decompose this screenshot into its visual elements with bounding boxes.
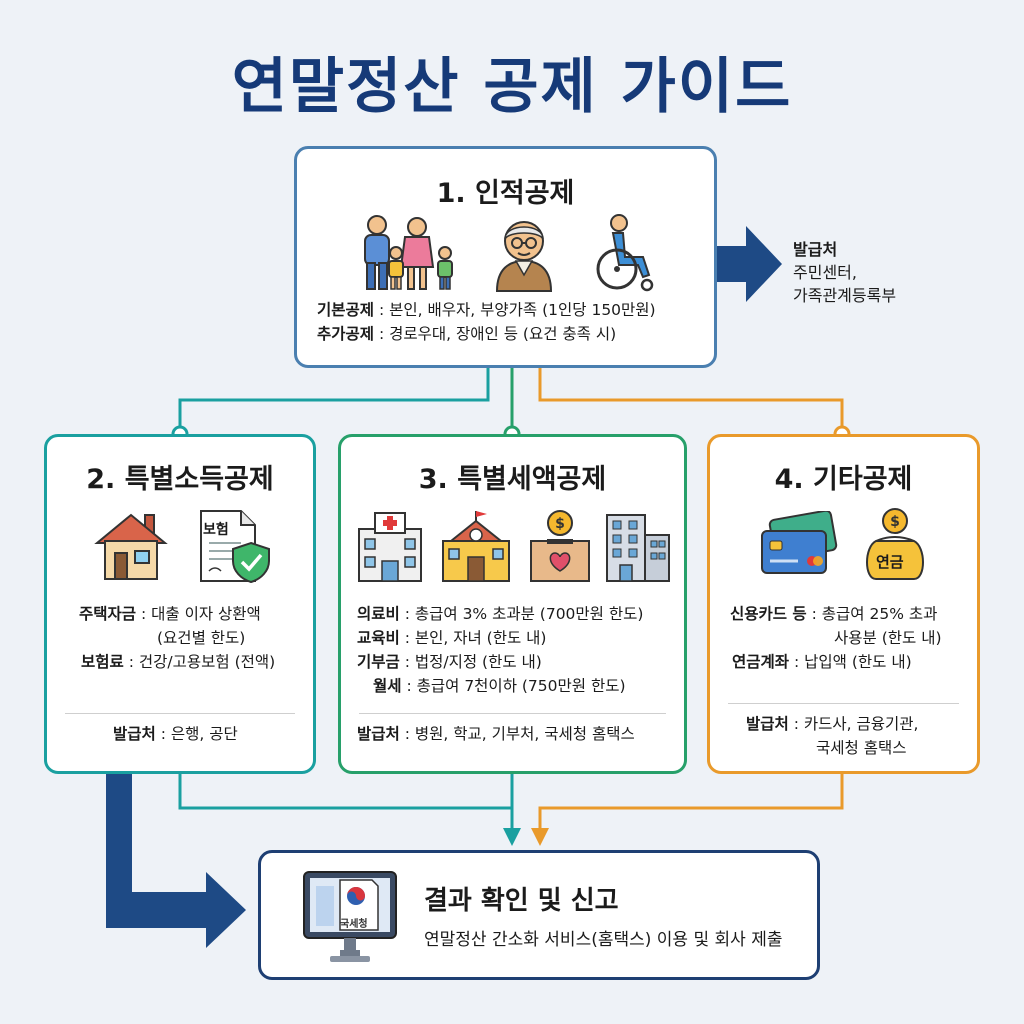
connector-box1-box2 [178,368,490,434]
box2-line-housing-cont: (요건별 한도) [157,627,245,649]
svg-text:$: $ [555,516,565,532]
box4-line-pension-text: : 납입액 (한도 내) [789,653,912,671]
school-icon [442,511,510,582]
elderly-icon [495,221,553,292]
box3-line-education: 교육비 : 본인, 자녀 (한도 내) [357,627,546,649]
box3-divider [359,713,666,714]
building-icon [606,514,670,582]
box1-line-additional-text: : 경로우대, 장애인 등 (요건 충족 시) [374,325,617,343]
page-title: 연말정산 공제 가이드 [231,52,793,122]
box1-issuer-line-2: 가족관계등록부 [793,286,897,305]
box-special-income-deduction: 2. 특별소득공제 보험 주택자금 : 대출 이자 상환액 (요건별 한도) 보… [44,434,316,774]
box2-divider [65,713,295,714]
monitor-label: 국세청 [340,919,368,930]
box4-line-card-cont: 사용분 (한도 내) [834,627,942,649]
result-description: 연말정산 간소화 서비스(홈택스) 이용 및 회사 제출 [424,930,783,950]
box3-issuer: 발급처 : 병원, 학교, 기부처, 국세청 홈택스 [357,723,635,745]
box3-line-donation-text: : 법정/지정 (한도 내) [399,653,542,671]
navy-arrow-to-issuer [717,226,782,302]
box3-line-donation: 기부금 : 법정/지정 (한도 내) [357,651,542,673]
donation-box-icon: $ [530,510,590,582]
box4-divider [728,703,959,704]
box2-line-insurance: 보험료 : 건강/고용보험 (전액) [81,651,275,673]
box3-line-medical-label: 의료비 [357,605,400,623]
box2-line-housing-text: : 대출 이자 상환액 [136,605,261,623]
box1-issuer-label: 발급처 [793,240,838,259]
box1-line-basic: 기본공제 : 본인, 배우자, 부양가족 (1인당 150만원) [317,299,656,321]
box4-line-pension-label: 연금계좌 [732,653,790,671]
box1-line-additional: 추가공제 : 경로우대, 장애인 등 (요건 충족 시) [317,323,616,345]
box2-heading: 2. 특별소득공제 [86,464,274,495]
result-title: 결과 확인 및 신고 [424,886,619,916]
box4-line-card-text: : 총급여 25% 초과 [806,605,938,623]
box4-line-card: 신용카드 등 : 총급여 25% 초과 [730,603,937,625]
box3-heading: 3. 특별세액공제 [418,464,607,495]
box1-issuer: 발급처 주민센터, 가족관계등록부 [793,238,896,307]
connector-box2-result [178,774,512,810]
insurance-document-icon [200,510,270,584]
arrowhead-box4 [531,828,549,846]
box2-issuer: 발급처 : 은행, 공단 [113,723,238,745]
box-special-tax-credit: 3. 특별세액공제 $ [338,434,687,774]
box1-heading: 1. 인적공제 [436,178,575,209]
box2-line-housing-cont-text: (요건별 한도) [157,629,246,647]
box2-line-housing: 주택자금 : 대출 이자 상환액 [79,603,261,625]
box4-issuer-text: : 카드사, 금융기관, [788,715,919,733]
box2-line-housing-label: 주택자금 [79,605,137,623]
computer-monitor-icon [303,871,397,962]
wheelchair-icon [596,214,654,292]
box3-line-education-text: : 본인, 자녀 (한도 내) [399,629,547,647]
connector-box4-result [538,774,844,836]
box4-line-card-label: 신용카드 등 [730,605,807,623]
box3-line-donation-label: 기부금 [357,653,400,671]
box2-line-insurance-text: : 건강/고용보험 (전액) [123,653,276,671]
pension-icon-text: 연금 [876,553,904,571]
box3-line-rent-text: : 총급여 7천이하 (750만원 한도) [401,677,626,695]
house-icon [94,513,168,580]
box2-issuer-label: 발급처 [113,725,156,743]
box3-line-medical: 의료비 : 총급여 3% 초과분 (700만원 한도) [357,603,643,625]
hospital-icon [358,512,422,582]
box4-line-card-cont-text: 사용분 (한도 내) [834,629,942,647]
box4-line-pension: 연금계좌 : 납입액 (한도 내) [732,651,912,673]
box3-issuer-label: 발급처 [357,725,400,743]
box1-line-additional-label: 추가공제 [317,325,375,343]
navy-arrow-to-result [106,774,246,948]
connector-box1-box4 [538,368,844,434]
box4-issuer-label: 발급처 [746,715,789,733]
family-icon [364,215,453,290]
box2-line-insurance-label: 보험료 [81,653,124,671]
credit-card-icon [761,511,838,574]
box3-line-medical-text: : 총급여 3% 초과분 (700만원 한도) [399,605,644,623]
box-personal-deduction: 1. 인적공제 기본공제 : 본인 [294,146,717,368]
box1-line-basic-text: : 본인, 배우자, 부양가족 (1인당 150만원) [374,301,656,319]
box3-line-rent-label: 월세 [373,677,402,695]
box-other-deduction: 4. 기타공제 $ 연금 신용카드 등 : 총급여 25% 초과 사용분 (한도… [707,434,980,774]
svg-text:$: $ [890,514,900,530]
box4-issuer: 발급처 : 카드사, 금융기관, [746,713,918,735]
pension-icon: $ [866,508,924,580]
insurance-document-text: 보험 [203,522,229,538]
box3-line-rent: 월세 : 총급여 7천이하 (750만원 한도) [373,675,626,697]
box2-issuer-text: : 은행, 공단 [155,725,238,743]
box1-issuer-line-1: 주민센터, [793,263,857,282]
arrowhead-box3 [503,828,521,846]
box3-issuer-text: : 병원, 학교, 기부처, 국세청 홈택스 [399,725,635,743]
box1-line-basic-label: 기본공제 [317,301,375,319]
box3-line-education-label: 교육비 [357,629,400,647]
box4-issuer-cont: 국세청 홈택스 [816,739,907,757]
box4-heading: 4. 기타공제 [774,464,913,495]
